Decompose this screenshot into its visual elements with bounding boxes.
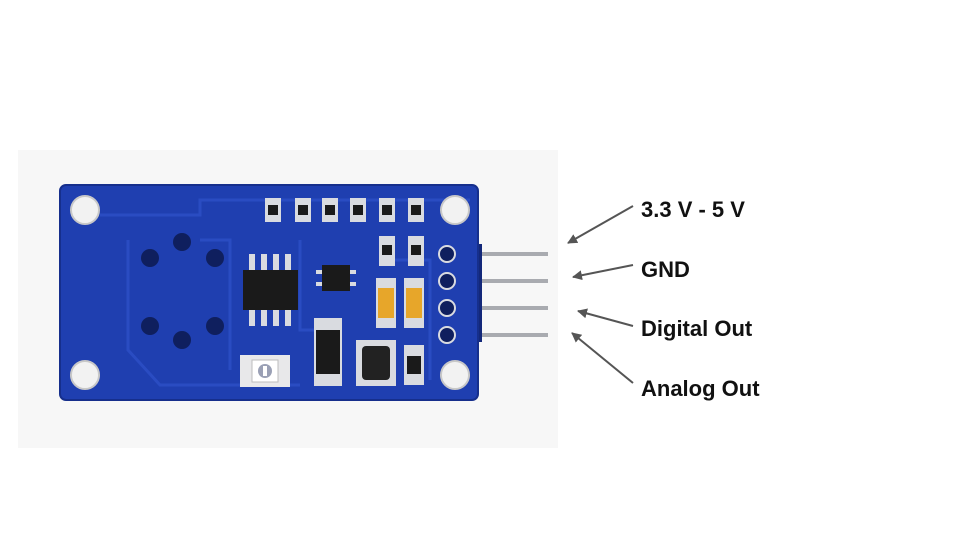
mount-hole-bottom-left xyxy=(70,360,100,390)
sensor-solder-joints xyxy=(141,233,224,349)
mount-hole-top-left xyxy=(70,195,100,225)
label-arrows xyxy=(567,205,634,384)
ic-chip-soic8 xyxy=(243,254,298,326)
label-gnd: GND xyxy=(641,257,690,282)
smd-diode xyxy=(314,318,342,386)
smd-inductor xyxy=(356,340,396,386)
arrow-gnd xyxy=(572,264,634,281)
header-pads xyxy=(438,245,456,344)
smd-resistor-row xyxy=(265,198,424,266)
pin-analog-out xyxy=(478,333,548,337)
arrow-vcc xyxy=(567,205,634,244)
arrow-analog-out xyxy=(571,332,634,384)
pin-vcc xyxy=(478,252,548,256)
label-vcc: 3.3 V - 5 V xyxy=(641,197,745,222)
tantalum-capacitors xyxy=(376,278,424,328)
smd-led xyxy=(404,345,424,385)
label-digital-out: Digital Out xyxy=(641,316,753,341)
pin-digital-out xyxy=(478,306,548,310)
arrow-digital-out xyxy=(577,308,634,327)
mount-hole-top-right xyxy=(440,195,470,225)
mounting-holes xyxy=(70,195,470,390)
small-ic-sot xyxy=(316,265,356,291)
mount-hole-bottom-right xyxy=(440,360,470,390)
label-analog-out: Analog Out xyxy=(641,376,760,401)
potentiometer xyxy=(240,355,290,387)
pin-gnd xyxy=(478,279,548,283)
